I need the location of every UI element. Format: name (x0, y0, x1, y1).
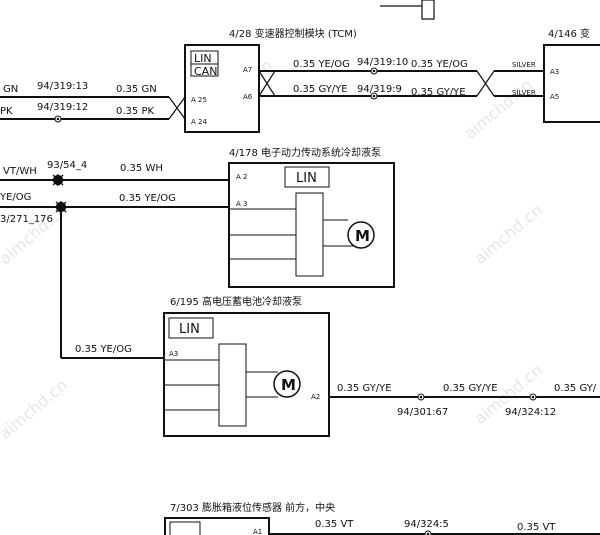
wire-yeog-right-label: 0.35 YE/OG (411, 59, 468, 70)
wire-gyye-out1-label: 0.35 GY/YE (337, 383, 392, 394)
tcm-wire-splices (54, 67, 378, 123)
wire-pk-splice-label: 94/319:12 (37, 102, 88, 113)
motor-pump-wires (0, 179, 229, 359)
right-module-pin-a3: A3 (550, 68, 559, 76)
wire-yeog-splice-label: 94/319:10 (357, 57, 408, 68)
motor-pump-driver-box (295, 192, 324, 277)
watermark: aimchd.cn (470, 200, 546, 268)
watermark: aimchd.cn (0, 375, 71, 443)
wire-gn-left-label: GN (3, 84, 18, 95)
motor-pump-module: 4/178 电子动力传动系统冷却液泵 LIN M A 2 A 3 (228, 146, 395, 288)
wire-gyye-out2-splice-label: 94/324:12 (505, 407, 556, 418)
wire-vt1-label: 0.35 VT (315, 519, 354, 530)
level-sensor-module: 7/303 膨胀箱液位传感器 前方，中央 A1 (164, 501, 335, 535)
level-sensor-wire-labels: 0.35 VT 94/324:5 0.35 VT (315, 519, 556, 533)
tcm-wires (0, 70, 544, 120)
wire-gn-mid-label: 0.35 GN (116, 84, 157, 95)
silver-label-a3: SILVER (512, 61, 536, 69)
wire-gyye-out1-splice-label: 94/301:67 (397, 407, 448, 418)
tcm-title: 4/28 变速器控制模块 (TCM) (229, 27, 357, 40)
tcm-pin-a25: A 25 (191, 96, 207, 104)
battery-pump-pin-a3: A3 (169, 350, 178, 358)
wire-pk-mid-label: 0.35 PK (116, 106, 154, 117)
battery-pump-driver-box (218, 343, 247, 427)
wire-gn-splice-label: 94/319:13 (37, 81, 88, 92)
motor-label: M (355, 227, 370, 245)
level-sensor-pin-a1: A1 (253, 528, 262, 535)
wire-wh-mid-label: 0.35 WH (120, 163, 163, 174)
battery-pump-lin-label: LIN (179, 322, 200, 337)
motor-pump-wire-labels: VT/WH 93/54_4 0.35 WH YE/OG 3/271_176 0.… (0, 160, 176, 355)
motor-pump-pin-a3: A 3 (236, 200, 247, 208)
silver-label-a5: SILVER (512, 89, 536, 97)
battery-pump-module: 6/195 高电压蓄电池冷却液泵 LIN M A3 A2 (163, 295, 330, 437)
right-module-pin-a5: A5 (550, 93, 559, 101)
wire-vt2-label: 0.35 VT (517, 522, 556, 533)
splice-star-icon (52, 174, 64, 186)
motor-icon (273, 370, 301, 398)
wire-gyye-right-label: 0.35 GY/YE (411, 87, 466, 98)
level-sensor-title: 7/303 膨胀箱液位传感器 前方，中央 (170, 501, 335, 514)
wire-vt-splice-label: 94/324:5 (404, 519, 449, 530)
splice-star-icon (55, 201, 67, 213)
wire-yeog-mid-label: 0.35 YE/OG (119, 193, 176, 204)
battery-pump-splices (417, 393, 537, 401)
tcm-lin-label: LIN (194, 52, 212, 65)
tcm-pin-a6: A6 (243, 93, 253, 101)
tcm-can-label: CAN (194, 65, 217, 78)
right-module: 4/146 变 A3 A5 SILVER SILVER (512, 27, 600, 123)
wire-yeog-tcm-label: 0.35 YE/OG (293, 59, 350, 70)
tcm-pin-a24: A 24 (191, 118, 207, 126)
wire-gyye-splice-label: 94/319:9 (357, 84, 402, 95)
right-module-box (543, 44, 600, 123)
right-module-title: 4/146 变 (548, 27, 590, 40)
wire-yeog-left-label: YE/OG (0, 192, 31, 203)
top-clipped-connector (380, 0, 435, 20)
wire-vtwh-left-label: VT/WH (3, 166, 37, 177)
battery-pump-wire-labels: 0.35 GY/YE 94/301:67 0.35 GY/YE 94/324:1… (337, 383, 597, 418)
motor-pump-lin-label: LIN (296, 171, 317, 186)
battery-pump-title: 6/195 高电压蓄电池冷却液泵 (170, 295, 302, 308)
motor-pump-pin-a2: A 2 (236, 173, 247, 181)
motor-pump-title: 4/178 电子动力传动系统冷却液泵 (229, 146, 381, 159)
motor-pump-lin-box (284, 166, 330, 188)
tcm-wire-labels: GN PK 94/319:13 94/319:12 0.35 GN 0.35 P… (0, 57, 468, 117)
level-sensor-splices (424, 530, 432, 535)
motor-icon (347, 221, 375, 249)
wire-gyye-tcm-label: 0.35 GY/YE (293, 84, 348, 95)
watermark: aimchd.cn (460, 75, 536, 143)
wire-yeog-left-splice-label: 3/271_176 (0, 214, 53, 225)
wire-pk-left-label: PK (0, 106, 13, 117)
battery-pump-lin-box (168, 317, 214, 339)
motor-pump-splices (52, 174, 67, 213)
tcm-module: 4/28 变速器控制模块 (TCM) LIN CAN A7 A6 A 25 A … (184, 27, 357, 133)
battery-pump-pin-a2: A2 (311, 393, 320, 401)
wire-yeog-drop-label: 0.35 YE/OG (75, 344, 132, 355)
wire-gyye-out2-label: 0.35 GY/YE (443, 383, 498, 394)
wire-vtwh-splice-label: 93/54_4 (47, 160, 87, 171)
battery-motor-label: M (281, 376, 296, 394)
tcm-pin-a7: A7 (243, 66, 252, 74)
wire-gyye-out3-label: 0.35 GY/ (554, 383, 597, 394)
